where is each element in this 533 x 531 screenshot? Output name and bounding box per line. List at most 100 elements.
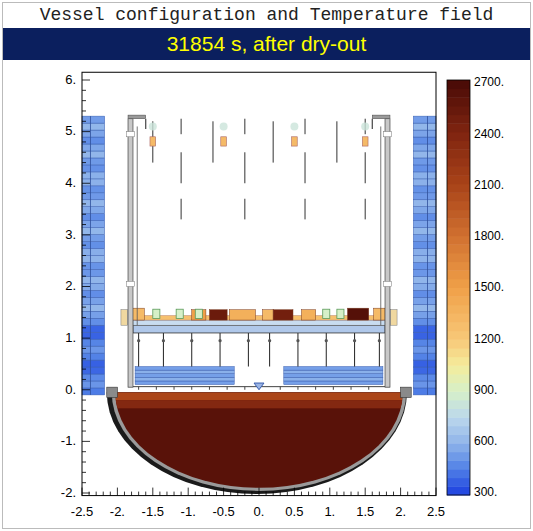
plate-mark	[280, 387, 281, 390]
x-tick-label: 0.5	[285, 505, 303, 519]
shield-column	[413, 116, 436, 395]
shield-cell	[82, 144, 105, 151]
plate-mark	[297, 387, 298, 390]
cool-assembly	[195, 309, 202, 318]
x-tick	[103, 492, 104, 496]
colorbar-band	[447, 201, 470, 210]
y-tick	[82, 338, 90, 339]
colorbar-band	[447, 80, 470, 89]
side-block	[391, 310, 397, 325]
shield-cell	[82, 165, 105, 172]
wall-plate	[128, 119, 133, 387]
colorbar-band	[447, 158, 470, 167]
shield-cell	[413, 269, 436, 276]
y-tick	[82, 431, 86, 432]
plate-mark	[209, 387, 210, 390]
colorbar-band	[447, 296, 470, 305]
colorbar-band	[447, 210, 470, 219]
vessel-wall	[372, 115, 391, 387]
lower-block-cell	[135, 381, 234, 385]
shield-cell	[413, 332, 436, 339]
x-tick	[436, 488, 437, 496]
shield-cell	[82, 318, 105, 325]
colorbar-band	[447, 357, 470, 366]
lower-block-cell	[284, 381, 383, 385]
x-tick	[89, 492, 90, 496]
x-tick	[166, 492, 167, 496]
shield-cell	[413, 186, 436, 193]
y-tick	[82, 369, 86, 370]
debris-band	[103, 400, 415, 408]
x-tick	[280, 492, 281, 496]
colorbar-band	[447, 348, 470, 357]
colorbar-band	[447, 253, 470, 262]
x-tick-label: -1.	[181, 505, 196, 519]
wall-gap	[384, 132, 392, 137]
colorbar-label: 1200.	[474, 333, 504, 346]
shield-cell	[413, 235, 436, 242]
wall-cap	[372, 115, 390, 119]
support-knob	[378, 339, 381, 342]
fuel-assembly	[374, 308, 385, 320]
support-column	[191, 333, 192, 367]
shield-cell	[413, 137, 436, 144]
support-column	[138, 333, 139, 367]
debris-bands	[103, 392, 415, 408]
support-knob	[353, 339, 356, 342]
plate-mark	[191, 387, 192, 390]
rod-guide	[305, 119, 306, 134]
shield-cell	[413, 144, 436, 151]
time-banner: 31854 s, after dry-out	[3, 28, 530, 60]
colorbar-band	[447, 279, 470, 288]
support-knob	[137, 339, 140, 342]
colorbar-band	[447, 106, 470, 115]
shield-cell	[82, 290, 105, 297]
plate-mark	[227, 387, 228, 390]
x-tick	[372, 492, 373, 496]
shield-cell	[413, 256, 436, 263]
shield-cell	[413, 353, 436, 360]
rod-guide	[181, 119, 182, 134]
plate-mark	[156, 387, 157, 390]
y-tick	[82, 358, 86, 359]
colorbar-label: 300.	[474, 486, 497, 499]
rod-guide	[181, 199, 182, 220]
y-tick	[82, 141, 86, 142]
x-tick	[273, 492, 274, 496]
x-tick	[315, 492, 316, 496]
y-tick	[82, 80, 90, 81]
support-column	[297, 333, 298, 367]
support-column	[248, 333, 249, 367]
lower-block-cell	[135, 374, 234, 378]
shield-cell	[413, 249, 436, 256]
colorbar-band	[447, 313, 470, 322]
plate-mark	[244, 387, 245, 390]
y-tick	[82, 203, 86, 204]
shield-cell	[82, 179, 105, 186]
y-tick	[82, 265, 86, 266]
shield-cell	[413, 360, 436, 367]
y-tick	[82, 389, 90, 390]
x-tick	[386, 492, 387, 496]
cool-assembly	[337, 309, 344, 318]
hot-spot-glow	[220, 122, 228, 130]
shield-cell	[82, 332, 105, 339]
plot-frame	[82, 72, 436, 495]
wall-plate	[385, 119, 390, 387]
rod-head	[221, 137, 227, 146]
shield-cell	[82, 262, 105, 269]
x-tick	[174, 492, 175, 496]
fuel-assembly	[209, 310, 227, 320]
y-tick-label: -1.	[61, 434, 76, 448]
x-tick	[110, 492, 111, 496]
colorbar-band	[447, 460, 470, 469]
colorbar-band	[447, 184, 470, 193]
shield-cell	[413, 242, 436, 249]
shield-cell	[82, 353, 105, 360]
support-plate	[133, 325, 385, 333]
x-tick	[216, 492, 217, 496]
y-tick	[82, 493, 90, 494]
shield-cell	[413, 214, 436, 221]
shield-cell	[82, 311, 105, 318]
shield-cell	[82, 116, 105, 123]
